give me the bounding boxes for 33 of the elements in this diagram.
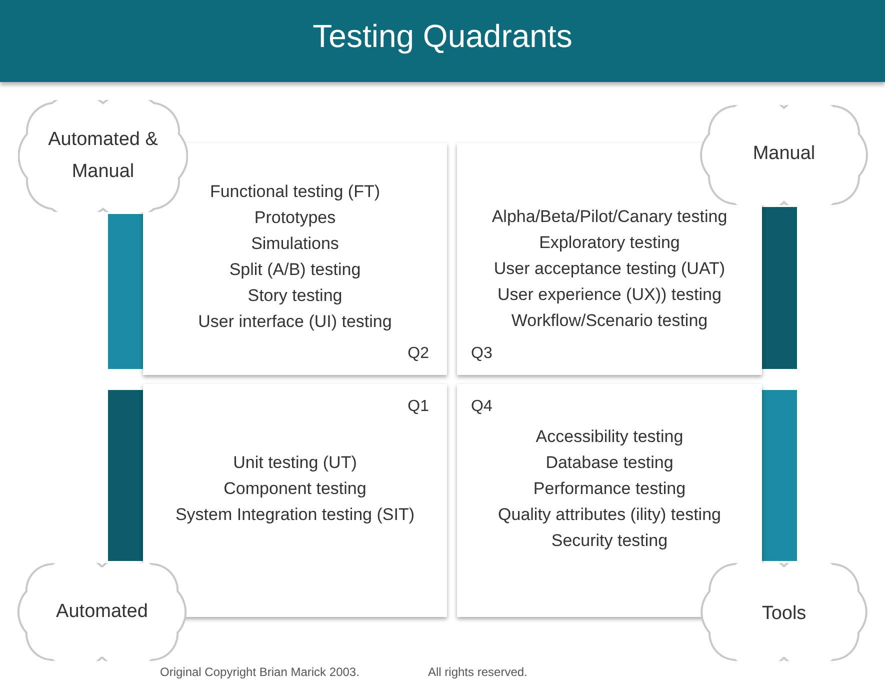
title: Testing Quadrants: [312, 18, 574, 55]
cloud-label: Manual: [752, 142, 816, 166]
cloud-label: Automated: [56, 600, 148, 624]
test-type: Simulations: [251, 233, 339, 255]
copyright-note: All rights reserved.: [428, 665, 528, 679]
test-type: Workflow/Scenario testing: [511, 310, 708, 332]
test-type: Component testing: [224, 478, 366, 500]
test-type: Quality attributes (ility) testing: [498, 504, 721, 526]
test-type: Functional testing (FT): [210, 181, 380, 203]
quadrant-number: Q1: [408, 398, 429, 416]
test-type: Prototypes: [254, 207, 336, 229]
test-type: Database testing: [546, 452, 674, 474]
quadrant-number: Q4: [471, 398, 492, 416]
test-type: Accessibility testing: [536, 426, 684, 448]
test-type: User interface (UI) testing: [198, 311, 392, 333]
quadrant-number: Q2: [408, 345, 429, 363]
cloud-shape: [698, 105, 870, 205]
test-type: User acceptance testing (UAT): [494, 258, 726, 280]
test-type: Alpha/Beta/Pilot/Canary testing: [492, 206, 728, 228]
test-type: User experience (UX)) testing: [498, 284, 722, 306]
cloud-label: Tools: [762, 602, 806, 626]
test-type: System Integration testing (SIT): [175, 504, 415, 526]
quadrant-number: Q3: [471, 345, 492, 363]
copyright-note: Original Copyright Brian Marick 2003.: [160, 665, 360, 679]
cloud-shape: [18, 100, 188, 212]
cloud-label: Automated & Manual: [47, 128, 159, 184]
test-type: Unit testing (UT): [233, 452, 357, 474]
test-type: Performance testing: [533, 478, 686, 500]
cloud-shape: [698, 563, 870, 661]
test-type: Split (A/B) testing: [229, 259, 361, 281]
test-type: Story testing: [248, 285, 342, 307]
test-type: Security testing: [551, 530, 668, 552]
test-type: Exploratory testing: [539, 232, 680, 254]
